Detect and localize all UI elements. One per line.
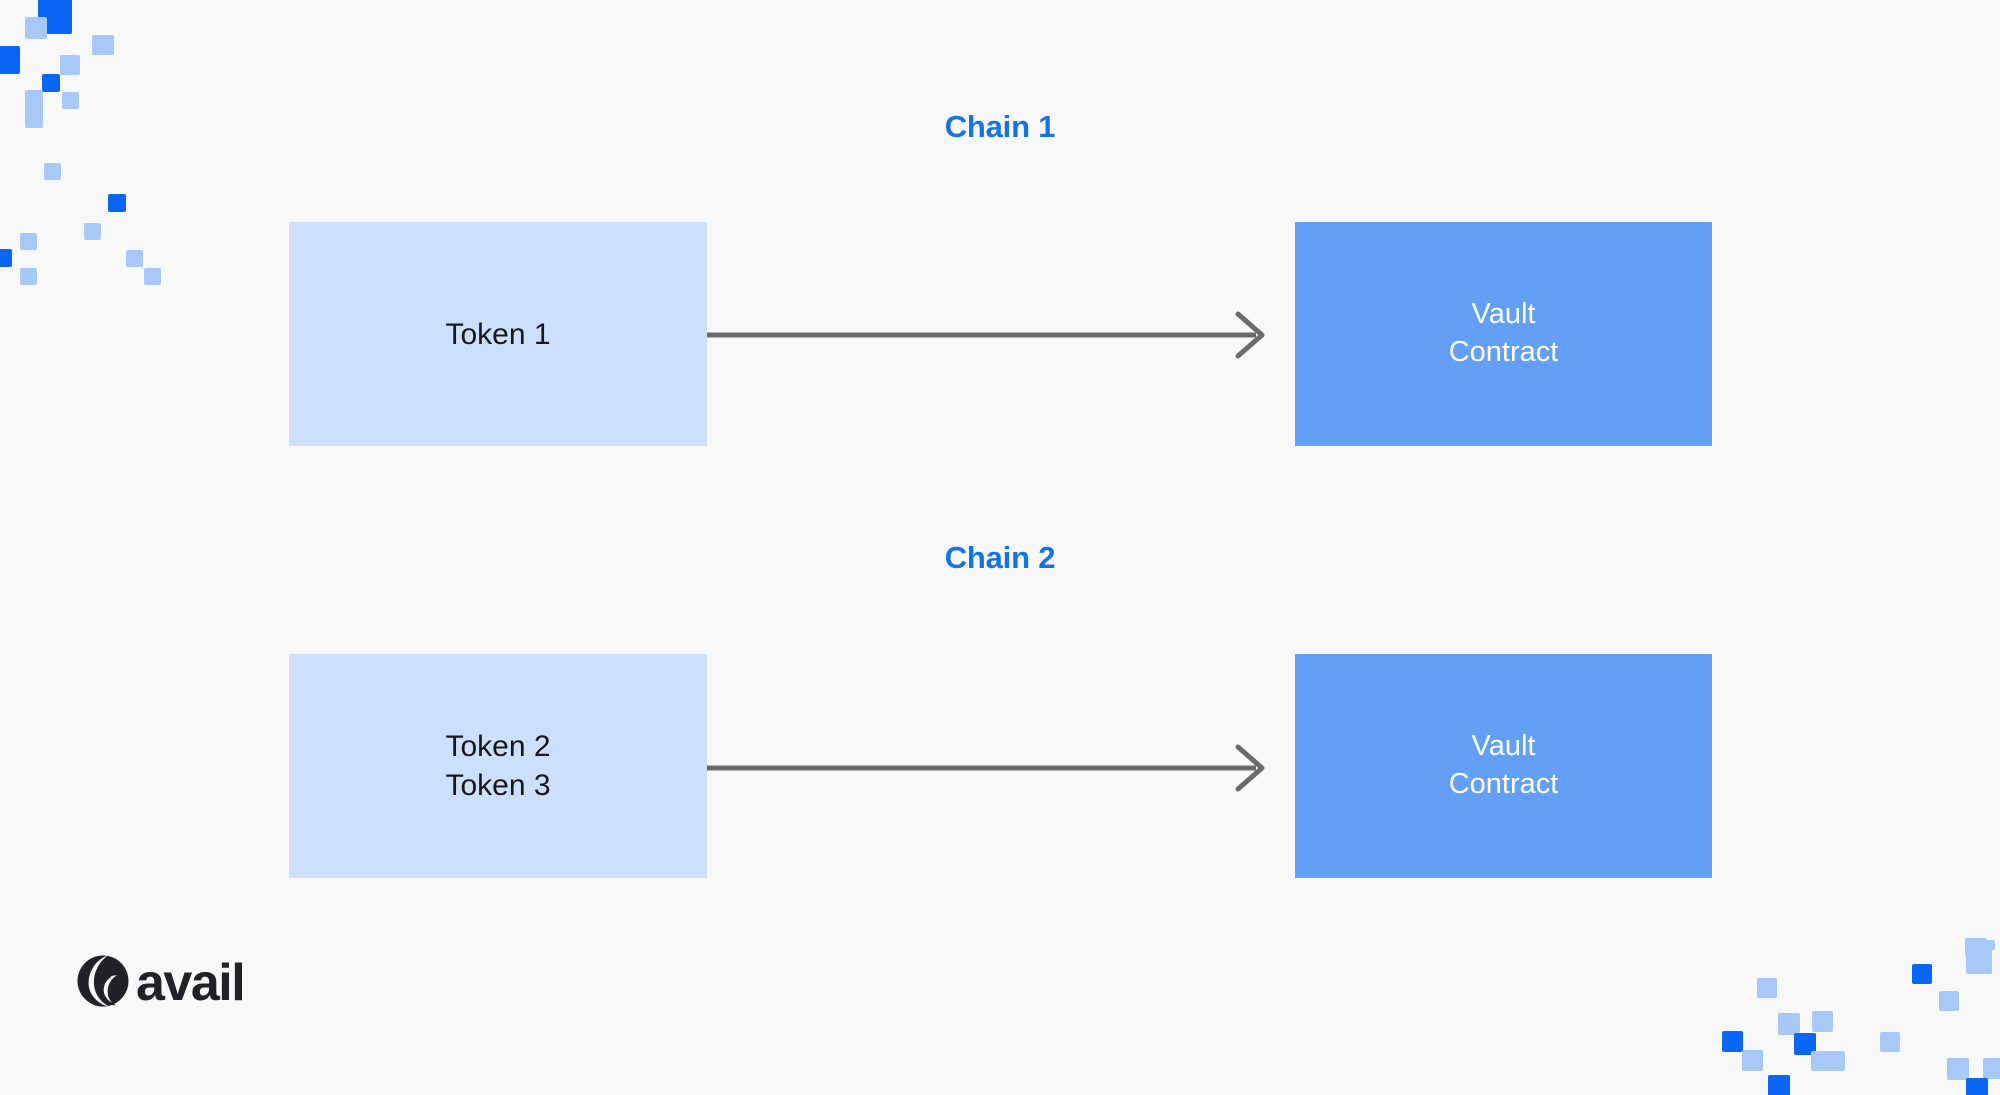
decorative-square [42, 74, 60, 92]
avail-wordmark: avail [136, 954, 246, 1012]
chain-2-token-box: Token 2 Token 3 [289, 654, 707, 878]
decorative-square [1742, 1050, 1763, 1071]
decorative-square [44, 163, 61, 180]
chain-1-token-box: Token 1 [289, 222, 707, 446]
decorative-square [62, 92, 79, 109]
decorative-square [1812, 1011, 1833, 1032]
chain-2-vault-box: Vault Contract [1295, 654, 1712, 878]
decorative-square [1965, 940, 1995, 950]
decorative-square [108, 194, 126, 212]
decorative-square [126, 250, 143, 267]
decorative-square [1983, 1058, 2000, 1079]
decorative-square [92, 35, 114, 55]
chain-1-vault-line-1: Vault [1471, 298, 1536, 331]
decorative-square [1778, 1013, 1800, 1035]
decorative-square [20, 233, 37, 250]
chain-1-title: Chain 1 [944, 109, 1056, 144]
decorative-square [1965, 938, 1987, 956]
decorative-square [1811, 1051, 1845, 1071]
chain-1-token-line-1: Token 1 [445, 317, 551, 351]
decorative-square [1757, 978, 1777, 998]
decorative-square [144, 268, 161, 285]
decorative-square [1880, 1032, 1900, 1052]
decorative-square [1939, 991, 1959, 1011]
decorative-square [20, 268, 37, 285]
decorative-square [25, 17, 47, 39]
chain-1-vault-line-2: Contract [1448, 336, 1559, 368]
decorative-square [1722, 1031, 1743, 1052]
decorative-square [0, 46, 20, 74]
decorative-square [60, 55, 80, 75]
chain-2-vault-line-2: Contract [1448, 768, 1559, 800]
decorative-square [1966, 948, 1992, 974]
chain-2-flow-arrow-icon [707, 744, 1265, 792]
chain-1-flow-arrow-icon [707, 311, 1265, 359]
avail-swirl-logo-icon [77, 955, 129, 1007]
chain-2-token-line-2: Token 3 [445, 769, 551, 802]
decorative-square [1794, 1033, 1816, 1055]
chain-2-token-line-1: Token 2 [445, 730, 551, 763]
decorative-square [1768, 1075, 1790, 1095]
chain-2-vault-line-1: Vault [1471, 730, 1536, 763]
decorative-square [84, 223, 101, 240]
decorative-square [38, 0, 72, 34]
chain-1-vault-box: Vault Contract [1295, 222, 1712, 446]
chain-2-title: Chain 2 [944, 540, 1056, 575]
avail-logo: avail [74, 952, 246, 1012]
decorative-square [1947, 1058, 1969, 1080]
decorative-square [0, 249, 12, 267]
decorative-square [1966, 1078, 1988, 1095]
decorative-square [1912, 964, 1932, 984]
